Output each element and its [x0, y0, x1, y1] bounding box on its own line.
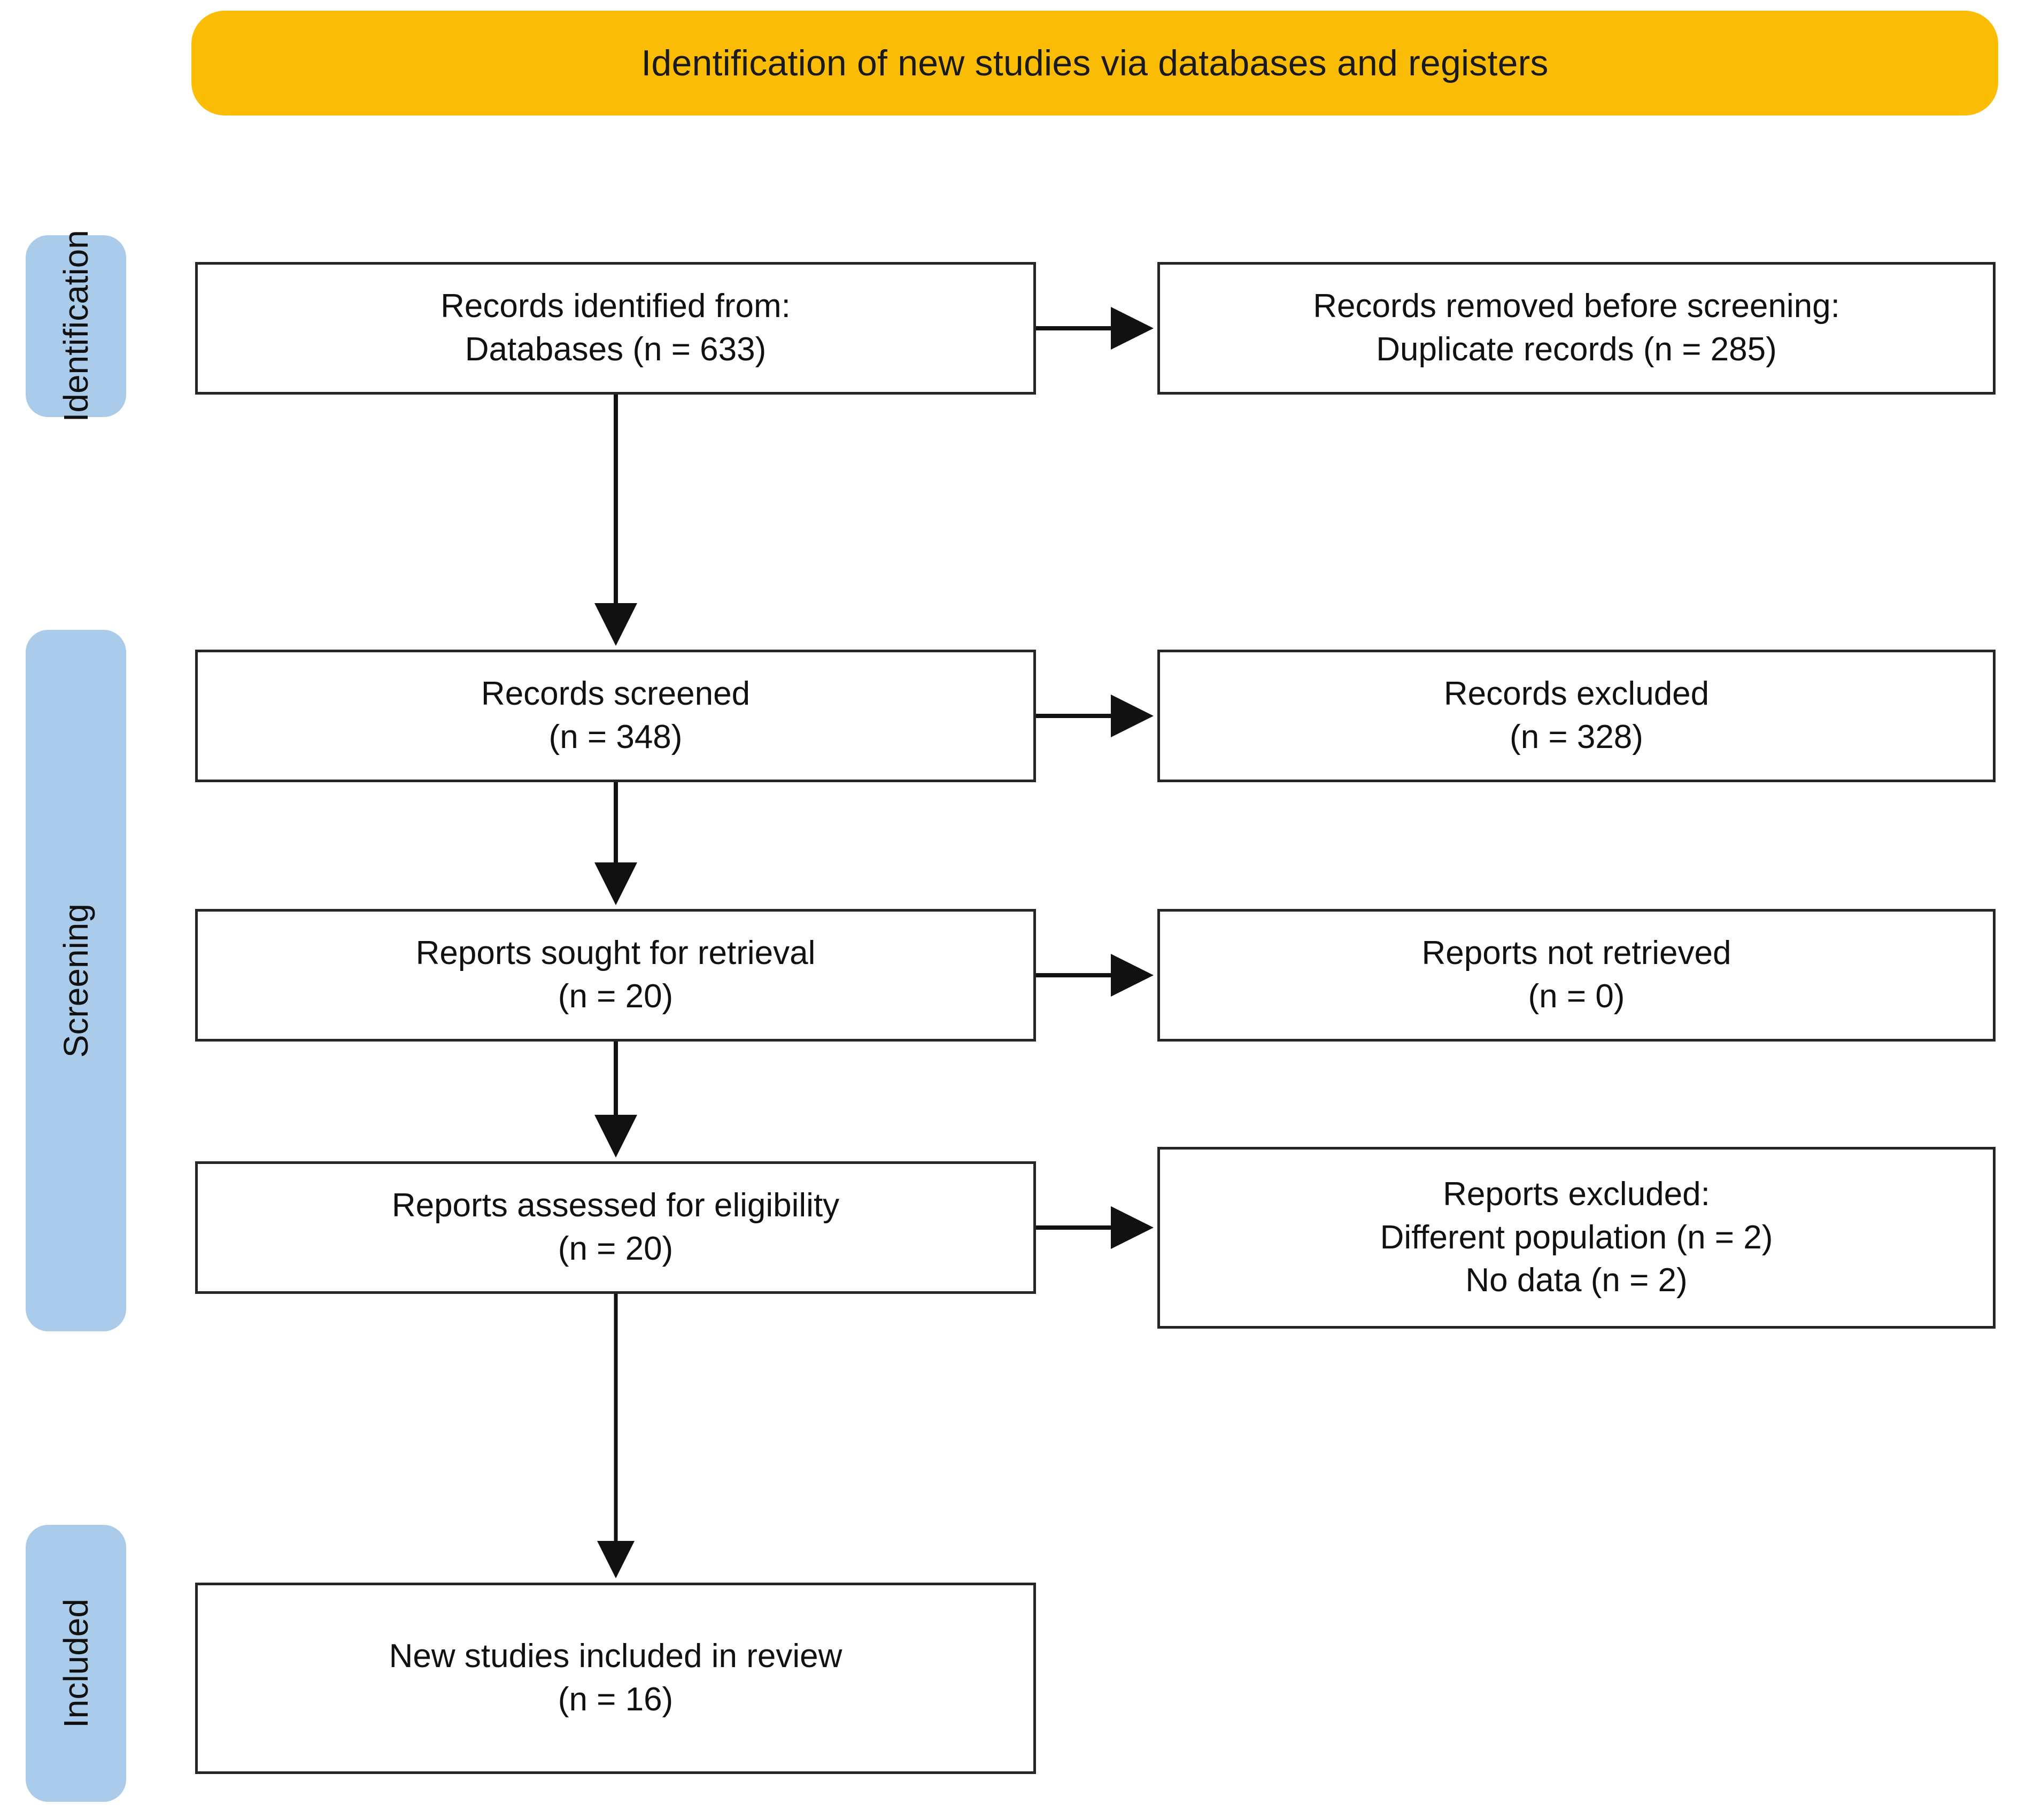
stage-pill-identification: Identification [26, 230, 126, 422]
box-line: (n = 328) [1510, 719, 1643, 755]
box-line: Records removed before screening: [1313, 288, 1840, 325]
box-records-excluded: Records excluded (n = 328) [1157, 650, 1996, 782]
box-line: New studies included in review [389, 1638, 842, 1675]
box-line: Reports excluded: [1443, 1176, 1710, 1213]
header-banner: Identification of new studies via databa… [191, 11, 1998, 115]
box-line: Reports not retrieved [1421, 935, 1731, 972]
box-line: Records excluded [1443, 675, 1710, 713]
box-records-identified: Records identified from: Databases (n = … [195, 262, 1036, 395]
box-line: Reports sought for retrieval [415, 935, 816, 972]
box-line: Records screened [481, 675, 751, 713]
stage-pill-screening: Screening [26, 630, 126, 1331]
box-records-screened: Records screened (n = 348) [195, 650, 1036, 782]
box-line: (n = 20) [558, 978, 674, 1015]
box-reports-assessed-for-eligibility: Reports assessed for eligibility (n = 20… [195, 1161, 1036, 1294]
box-new-studies-included: New studies included in review (n = 16) [195, 1583, 1036, 1774]
box-line: (n = 20) [558, 1230, 674, 1267]
box-reports-not-retrieved: Reports not retrieved (n = 0) [1157, 909, 1996, 1042]
stage-pill-included: Included [26, 1525, 126, 1802]
box-line: (n = 348) [548, 719, 683, 755]
box-line: Different population (n = 2) [1380, 1219, 1773, 1256]
box-line: No data (n = 2) [1465, 1262, 1688, 1299]
box-line: Databases (n = 633) [465, 331, 767, 368]
box-line: (n = 0) [1528, 978, 1625, 1015]
box-reports-excluded: Reports excluded: Different population (… [1157, 1147, 1996, 1329]
box-line: Duplicate records (n = 285) [1376, 331, 1777, 368]
box-line: Reports assessed for eligibility [391, 1187, 840, 1224]
box-line: (n = 16) [558, 1681, 674, 1718]
stage-label-screening: Screening [57, 903, 95, 1058]
header-banner-title: Identification of new studies via databa… [641, 43, 1549, 83]
stage-label-included: Included [57, 1599, 95, 1728]
stage-label-identification: Identification [57, 230, 95, 422]
box-records-removed-before-screening: Records removed before screening: Duplic… [1157, 262, 1996, 395]
box-line: Records identified from: [440, 288, 791, 325]
box-reports-sought-for-retrieval: Reports sought for retrieval (n = 20) [195, 909, 1036, 1042]
